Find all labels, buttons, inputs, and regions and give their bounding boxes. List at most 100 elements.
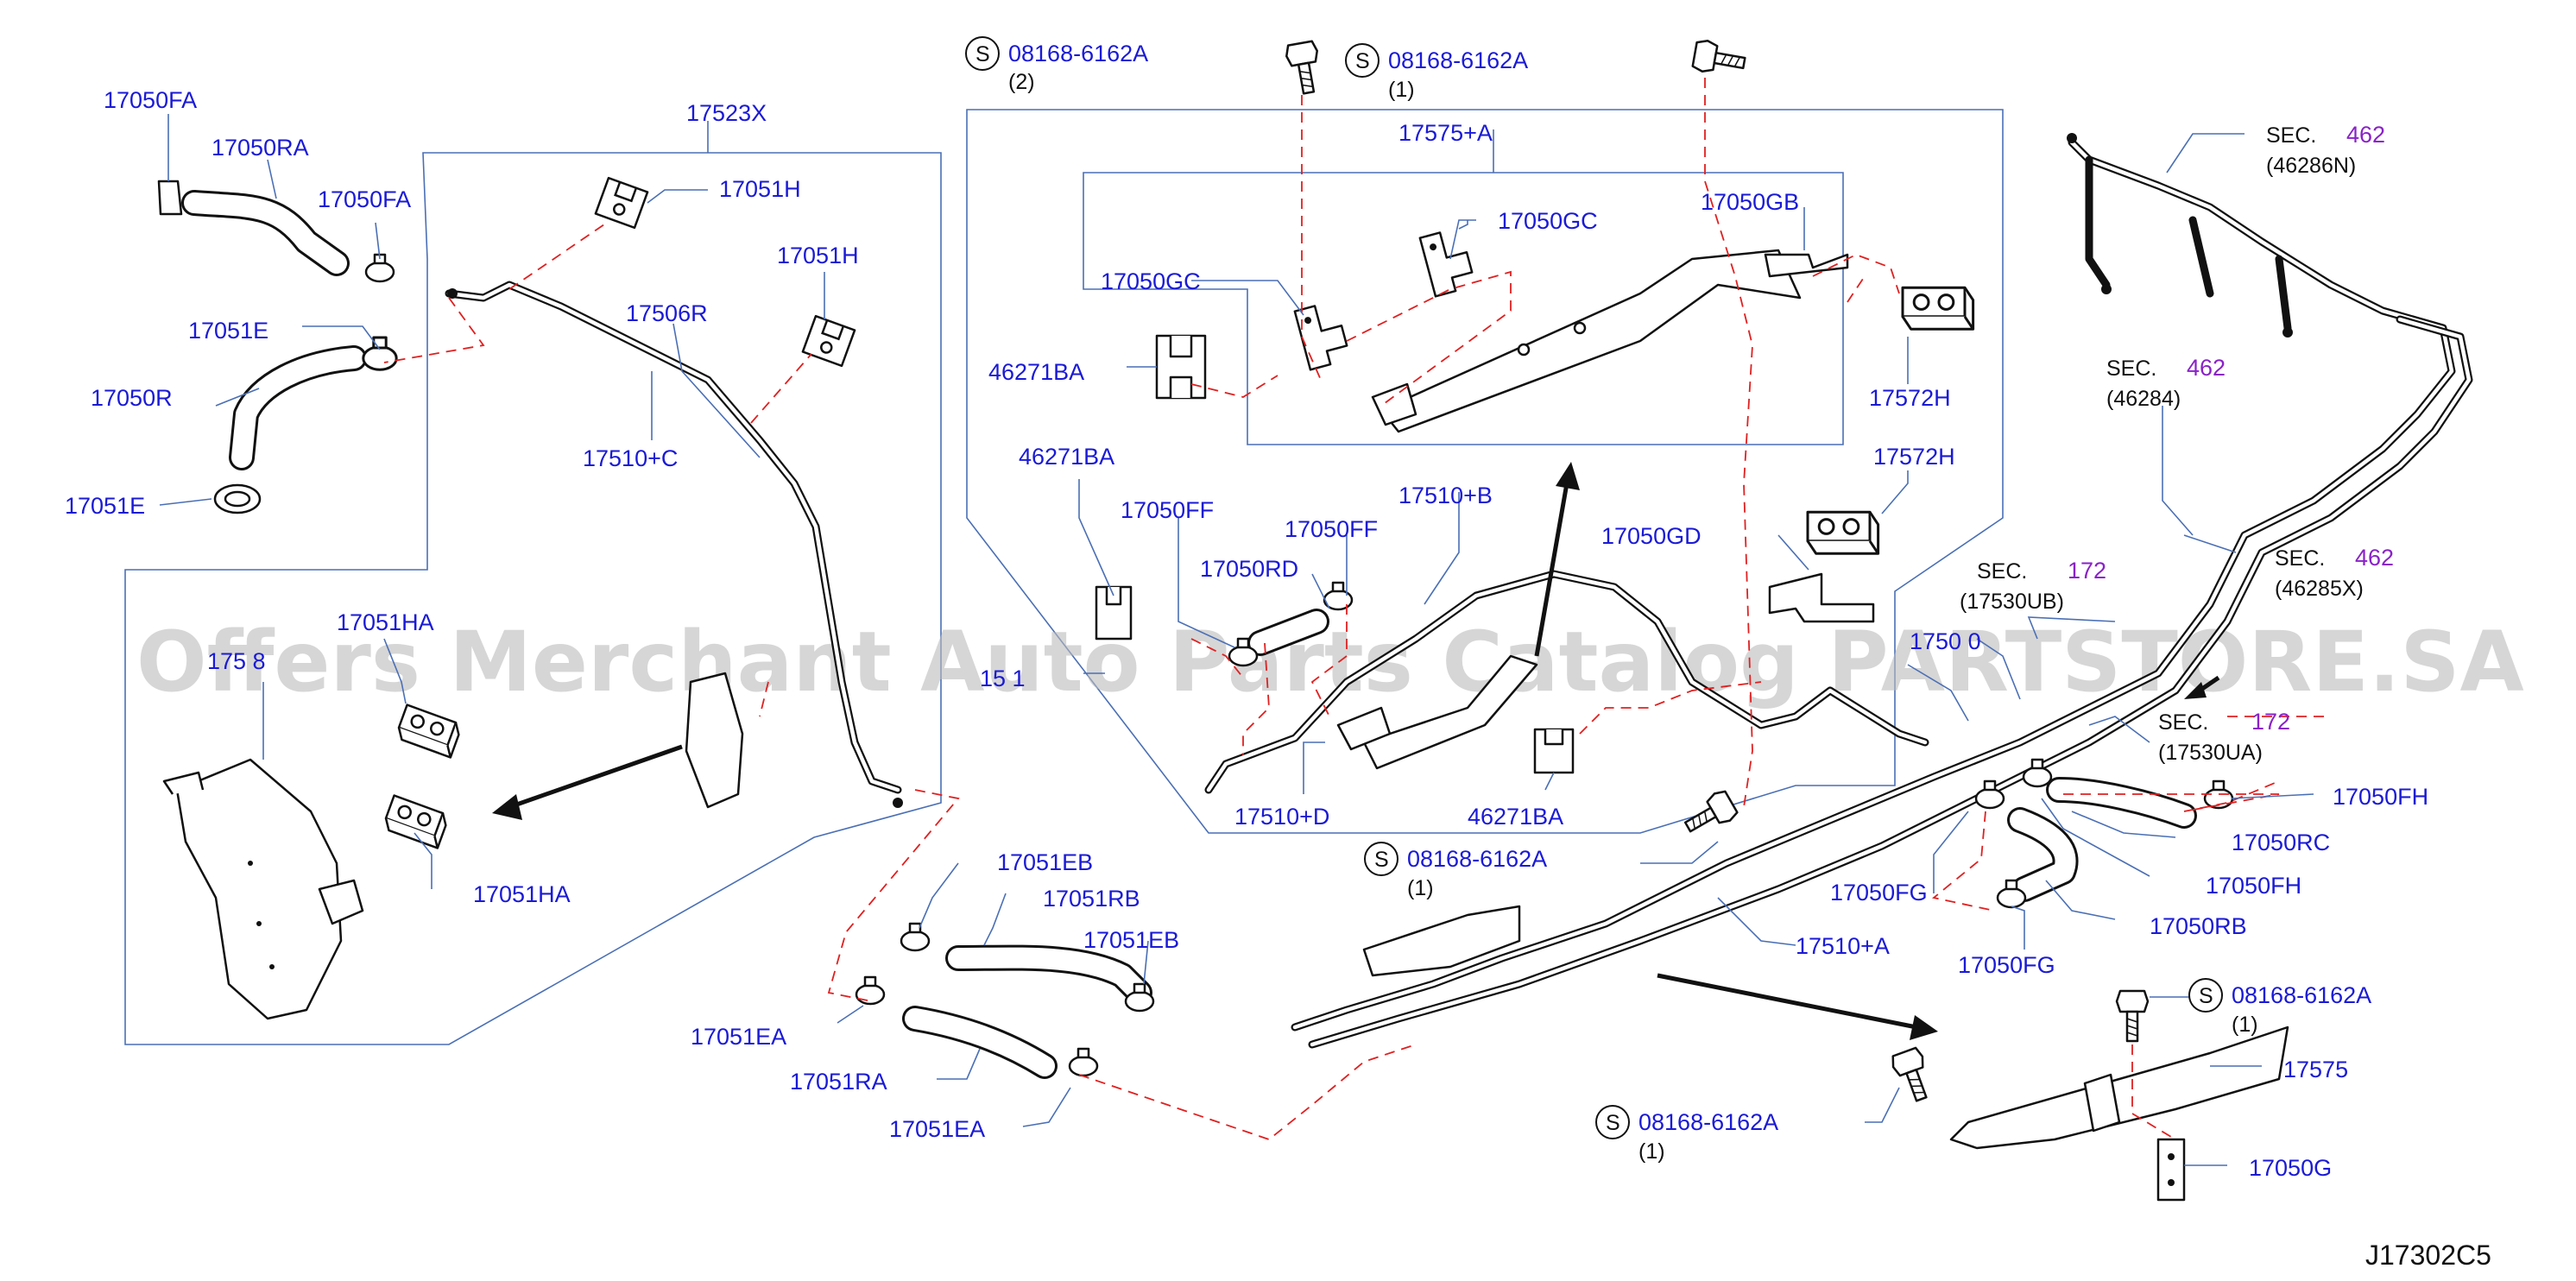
label-17050gd: 17050GD [1601, 523, 1702, 549]
label-17572h-mid: 17572H [1873, 444, 1955, 470]
bracket-under-17510b [1336, 654, 1538, 770]
bracket-17050gc-b [1418, 226, 1477, 298]
label-17051eb-right: 17051EB [1083, 927, 1179, 953]
svg-text:(1): (1) [1388, 78, 1415, 102]
inner-bracket-frame [1083, 172, 1844, 445]
label-17051eb-top: 17051EB [997, 849, 1093, 875]
label-17051ha-top: 17051HA [337, 609, 434, 635]
label-1750x0: 1750 0 [1910, 628, 1981, 654]
svg-text:08168-6162A: 08168-6162A [2232, 982, 2371, 1008]
label-17051ra: 17051RA [790, 1069, 887, 1095]
arrow-right [1657, 973, 1938, 1040]
svg-text:(1): (1) [1407, 876, 1434, 900]
leader-lines [159, 114, 2314, 1166]
svg-text:(17530UA): (17530UA) [2158, 741, 2263, 765]
assembly-dashed-lines [383, 78, 2331, 1141]
sec-ref-462-46285x: SEC. 462 (46285X) [2275, 545, 2394, 601]
label-17050r: 17050R [91, 385, 173, 411]
bolt-top-1 [1283, 39, 1325, 97]
label-17050gc-right: 17050GC [1498, 208, 1598, 234]
svg-text:(46286N): (46286N) [2266, 154, 2356, 178]
diagram-code: J17302C5 [2365, 1240, 2491, 1271]
bracket-17050gd [1768, 572, 1875, 623]
clip-17051ha-bottom [381, 794, 451, 849]
label-17506r: 17506R [626, 300, 708, 326]
label-17051rb: 17051RB [1043, 886, 1140, 912]
clamp-17050fa-a [157, 180, 183, 216]
label-17051h-top: 17051H [719, 176, 801, 202]
label-17572h-top: 17572H [1869, 385, 1951, 411]
label-17050g: 17050G [2249, 1155, 2332, 1181]
label-46271ba-mid: 46271BA [1019, 444, 1114, 470]
label-17050fg-bottom: 17050FG [1958, 952, 2055, 978]
svg-text:462: 462 [2346, 122, 2385, 148]
bracket-shield-175x8 [162, 758, 364, 1020]
sec-ref-462-46286n: SEC. 462 (46286N) [2266, 122, 2385, 178]
clip-17051h-right [801, 314, 856, 368]
bracket-17050gc-a [1293, 300, 1352, 371]
label-46271ba-top: 46271BA [988, 359, 1084, 385]
arrow-up [1534, 462, 1580, 657]
label-17050rb: 17050RB [2150, 913, 2247, 939]
label-17050fh-right: 17050FH [2333, 784, 2428, 810]
bolt-mid [1678, 787, 1740, 842]
hose-17050rd [1247, 609, 1329, 656]
label-17050gc-left: 17050GC [1101, 268, 1201, 294]
label-17051ea-bottom: 17051EA [889, 1116, 985, 1142]
bolt-callout-2: S 08168-6162A (1) [1345, 43, 1528, 102]
center-assembly-frame [966, 109, 2004, 834]
svg-text:08168-6162A: 08168-6162A [1008, 41, 1148, 66]
bracket-small-center [685, 672, 744, 809]
clamp-17051eb-a [900, 922, 931, 952]
hose-17051rb [945, 944, 1152, 1006]
label-17051ha-bottom: 17051HA [473, 881, 571, 907]
svg-text:(2): (2) [1008, 70, 1035, 94]
svg-text:462: 462 [2187, 355, 2226, 381]
svg-text:172: 172 [2251, 709, 2290, 735]
bolt-callout-3: S 08168-6162A (1) [1364, 842, 1547, 900]
bolt-top-2 [1690, 37, 1748, 79]
bracket-17575 [1949, 1025, 2289, 1150]
svg-text:SEC.: SEC. [2266, 123, 2316, 148]
label-17510b: 17510+B [1398, 483, 1493, 508]
clamp-17051e-bottom [213, 483, 262, 514]
svg-text:SEC.: SEC. [2275, 546, 2325, 571]
label-17050ff-right: 17050FF [1285, 516, 1378, 542]
bolt-17575-b [1888, 1045, 1937, 1106]
label-17510c: 17510+C [583, 445, 678, 471]
label-17051e-top: 17051E [188, 318, 268, 344]
label-17050gb: 17050GB [1701, 189, 1799, 215]
label-17050rd: 17050RD [1200, 556, 1298, 582]
label-17051e-bottom: 17051E [65, 493, 145, 519]
clip-17572h-top [1901, 286, 1975, 331]
bracket-17575a [1371, 249, 1802, 433]
label-175x8: 175 8 [207, 648, 266, 674]
hose-17051ra [902, 1006, 1058, 1079]
svg-text:S: S [1355, 49, 1370, 73]
svg-text:462: 462 [2355, 545, 2394, 571]
clip-46271ba-a [1155, 334, 1207, 400]
label-17050fh-bottom: 17050FH [2206, 873, 2301, 899]
clip-46271ba-c [1533, 728, 1575, 774]
svg-text:(1): (1) [1638, 1139, 1665, 1164]
svg-text:S: S [1606, 1111, 1620, 1135]
svg-text:08168-6162A: 08168-6162A [1407, 846, 1547, 872]
svg-text:(46285X): (46285X) [2275, 577, 2364, 601]
hose-17050ra [181, 190, 350, 276]
svg-text:(17530UB): (17530UB) [1960, 590, 2064, 614]
svg-text:SEC.: SEC. [2106, 357, 2156, 381]
label-17051h-right: 17051H [777, 243, 859, 268]
bolt-callout-5: S 08168-6162A (1) [1595, 1105, 1778, 1164]
bolt-17575-a [2115, 989, 2150, 1043]
clip-17572h-mid [1806, 510, 1880, 555]
svg-text:S: S [1374, 848, 1389, 872]
clip-17051h-top [594, 176, 649, 230]
tube-17510b [1204, 570, 1929, 794]
svg-text:S: S [975, 42, 990, 66]
label-46271ba-bottom: 46271BA [1468, 804, 1563, 830]
arrow-to-bracket [492, 744, 683, 820]
arrow-small-down [2184, 675, 2220, 699]
clip-17050g [2156, 1138, 2186, 1202]
sec-ref-172-17530ua: SEC. 172 (17530UA) [2158, 709, 2290, 765]
svg-text:08168-6162A: 08168-6162A [1388, 47, 1528, 73]
